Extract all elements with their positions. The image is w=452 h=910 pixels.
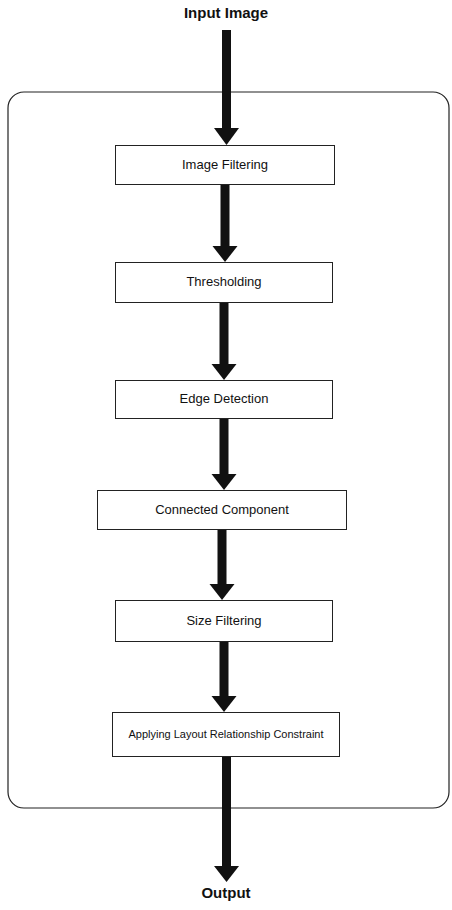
flow-arrow [212,419,237,490]
box-label: Thresholding [186,275,261,290]
pipeline-frame [8,92,449,808]
input-arrow [214,30,239,145]
box-label: Edge Detection [180,392,269,407]
flow-arrow [213,185,238,262]
process-box: Connected Component [97,490,347,530]
process-box: Image Filtering [115,145,335,185]
output-label: Output [198,884,253,901]
flow-arrow [210,530,235,600]
process-box: Thresholding [115,262,333,303]
process-box: Applying Layout Relationship Constraint [112,712,340,757]
box-label: Connected Component [155,503,289,518]
input-label: Input Image [181,4,271,21]
process-box: Size Filtering [115,600,333,642]
box-label: Applying Layout Relationship Constraint [128,728,323,741]
flow-arrow [212,642,237,712]
box-label: Size Filtering [186,614,261,629]
flow-arrow [212,303,237,380]
output-arrow [214,757,239,882]
process-box: Edge Detection [115,380,333,419]
box-label: Image Filtering [182,158,268,173]
